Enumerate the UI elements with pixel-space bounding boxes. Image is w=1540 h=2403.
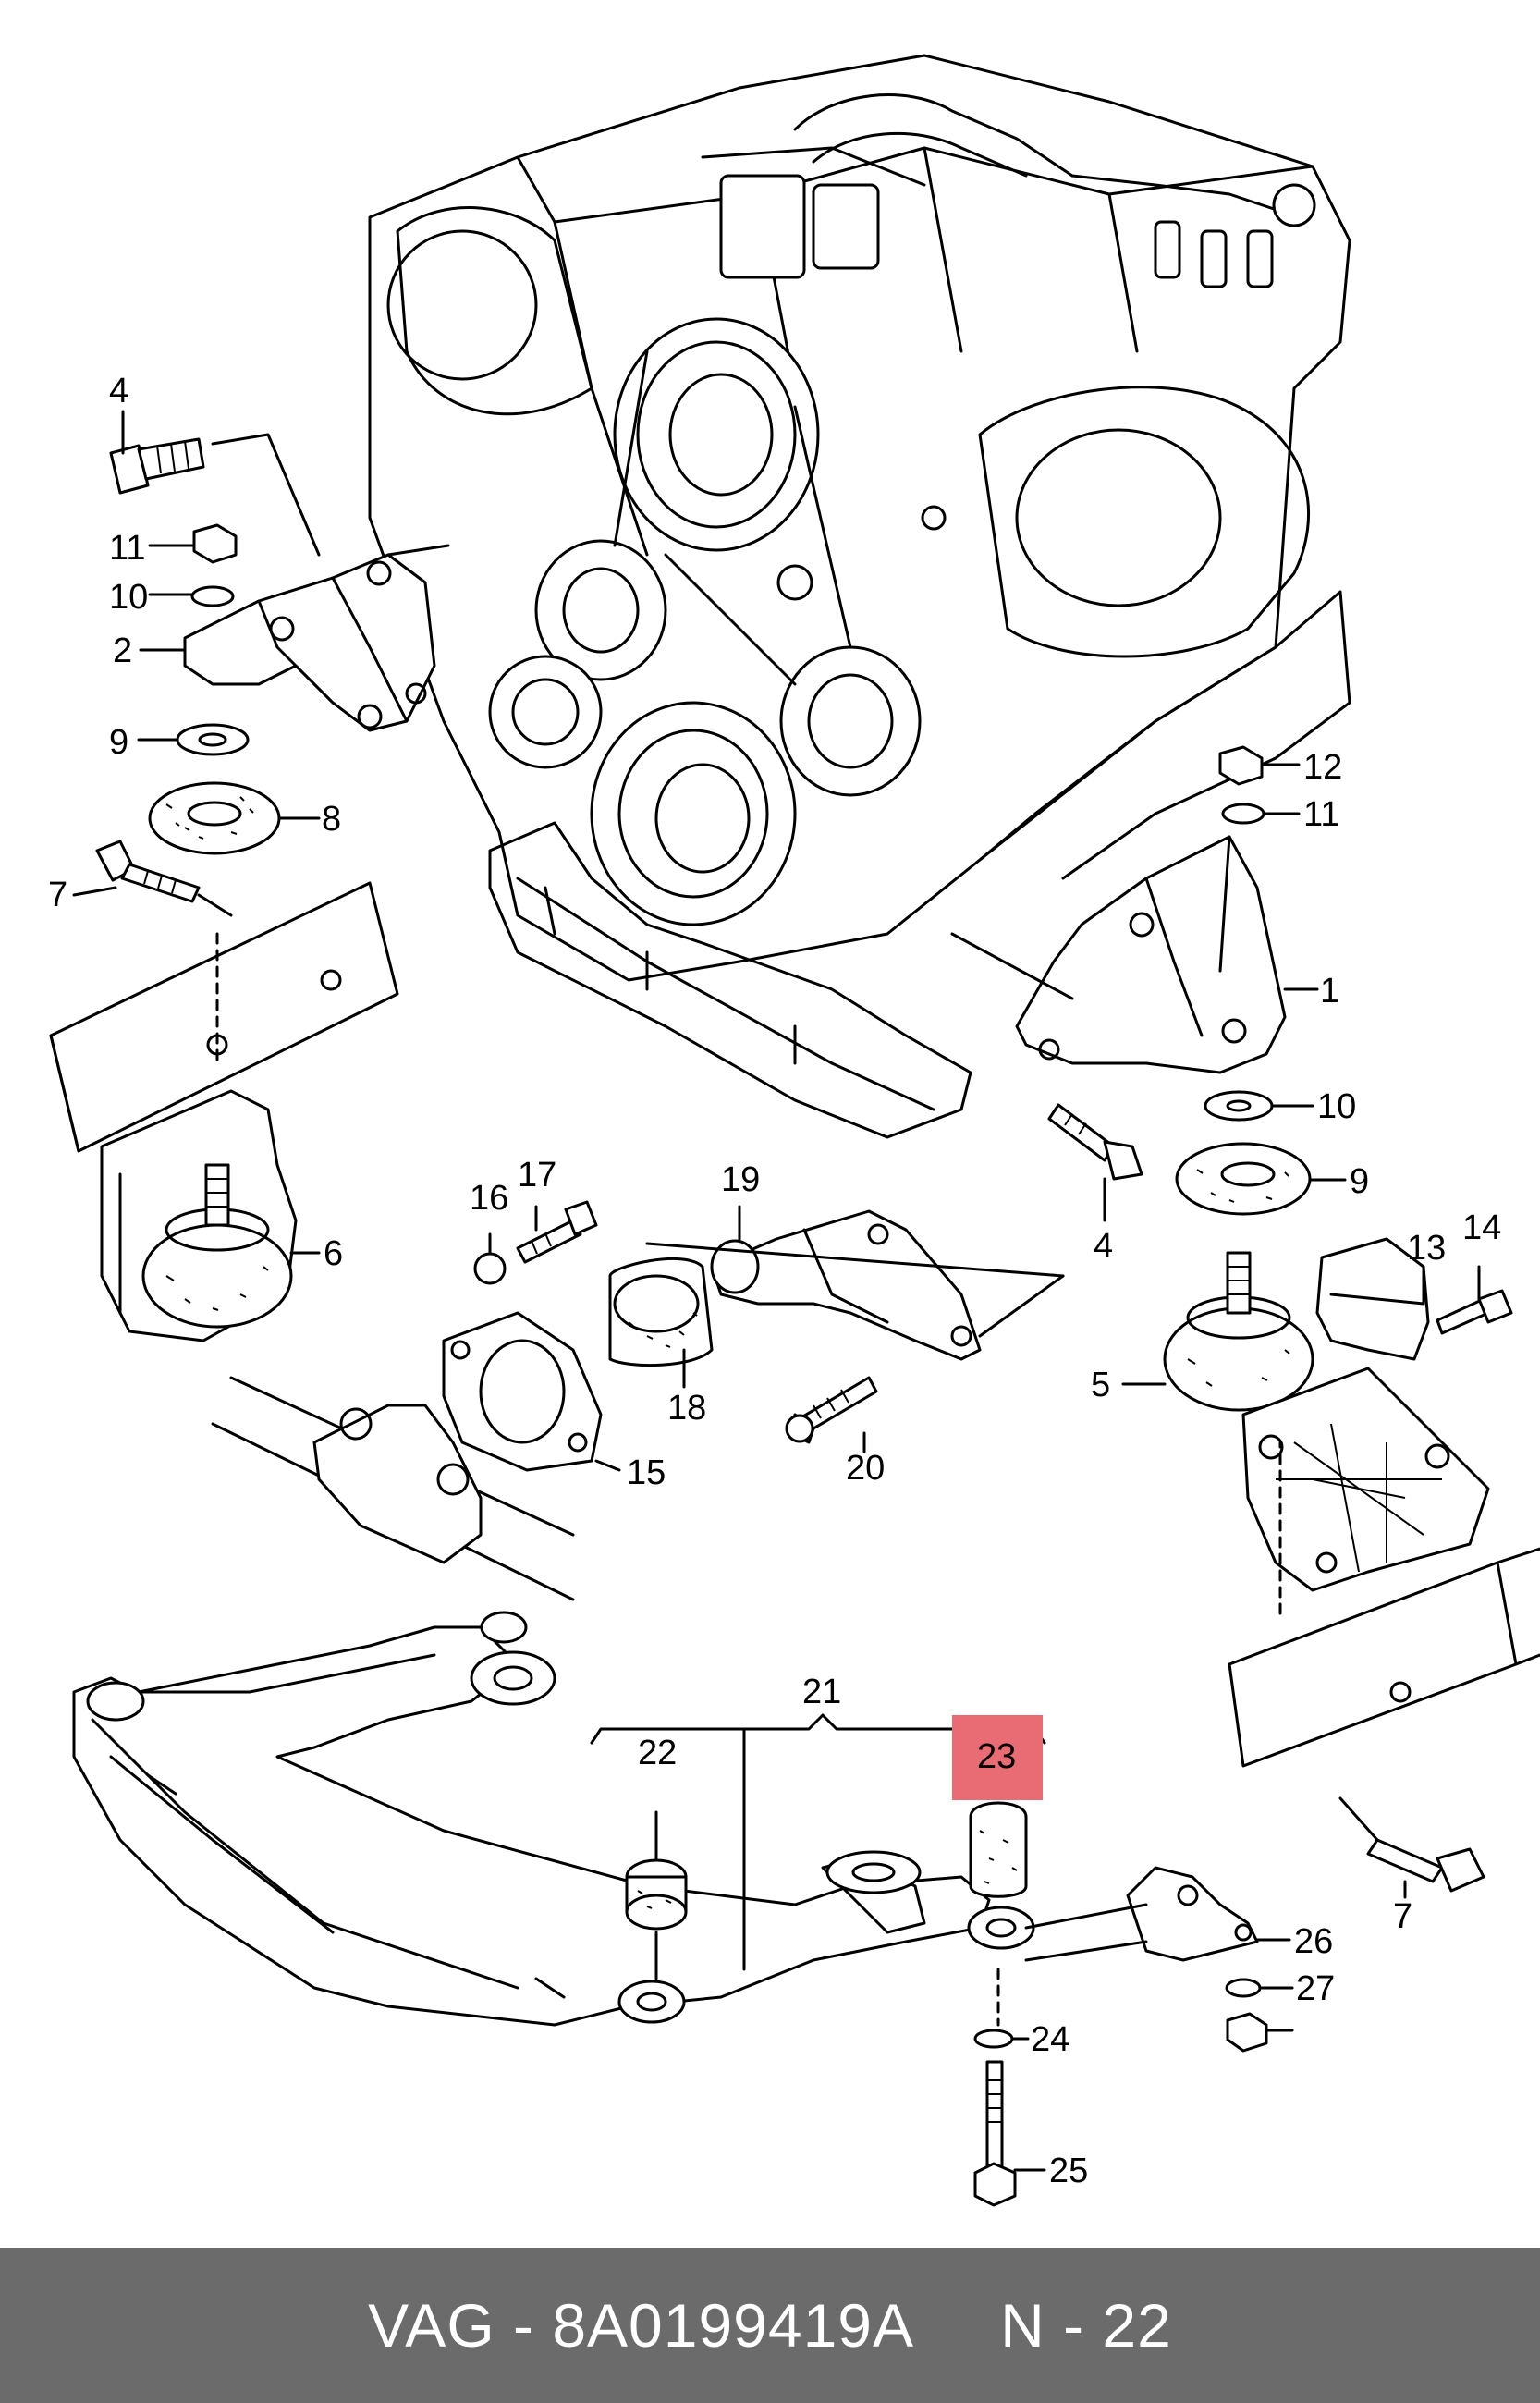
callout-label: 25 — [1049, 2152, 1088, 2190]
callout-label: 12 — [1303, 748, 1342, 787]
callout-label: 15 — [627, 1453, 666, 1492]
footer-caption: VAG - 8A0199419A N - 22 — [368, 2290, 1172, 2360]
callout-label: 13 — [1407, 1229, 1446, 1268]
callout-label: 26 — [1294, 1922, 1333, 1961]
callout-label: 24 — [1031, 2020, 1069, 2059]
callout-label: 6 — [324, 1234, 343, 1273]
callout-label: 22 — [638, 1734, 677, 1772]
brand-label: VAG — [368, 2291, 495, 2360]
callout-label: 7 — [1393, 1897, 1412, 1936]
diagram-position: N - 22 — [1000, 2291, 1172, 2360]
callout-label: 8 — [322, 800, 341, 839]
callout-label: 21 — [802, 1673, 841, 1711]
subframe-group — [72, 1611, 1268, 2207]
callout-label: 4 — [109, 372, 128, 411]
callout-label: 27 — [1296, 1969, 1335, 2008]
callout-label: 10 — [1317, 1087, 1356, 1126]
callout-label: 5 — [1091, 1366, 1110, 1404]
callout-label: 20 — [846, 1449, 885, 1488]
left-mount-group — [49, 433, 450, 1342]
callout-label: 10 — [109, 578, 148, 617]
separator: - — [513, 2291, 534, 2360]
footer-bar: VAG - 8A0199419A N - 22 — [0, 2248, 1540, 2403]
callout-label: 16 — [470, 1179, 508, 1218]
callout-label: 14 — [1462, 1208, 1501, 1247]
engine-assembly — [368, 54, 1351, 1139]
callout-label: 7 — [48, 876, 67, 914]
callout-label: 9 — [1350, 1162, 1369, 1201]
callout-label: 11 — [109, 529, 145, 568]
callout-label: 17 — [518, 1156, 556, 1195]
right-mount-group — [950, 745, 1540, 1893]
callout-label-highlighted: 23 — [977, 1737, 1016, 1776]
callout-label: 9 — [109, 723, 128, 762]
callout-labels: 4 11 10 2 9 8 7 6 12 11 1 10 9 4 5 13 14… — [48, 372, 1501, 2190]
part-number: 8A0199419A — [552, 2291, 911, 2360]
parts-diagram: 4 11 10 2 9 8 7 6 12 11 1 10 9 4 5 13 14… — [48, 54, 1540, 2207]
callout-label: 18 — [667, 1389, 706, 1428]
leader-lines — [72, 410, 1481, 2172]
highlight-box — [952, 1715, 1043, 1800]
callout-label: 11 — [1303, 795, 1339, 834]
callout-label: 2 — [113, 631, 132, 670]
callout-label: 4 — [1094, 1227, 1113, 1266]
callout-label: 19 — [721, 1160, 760, 1199]
transmission-mount-group — [211, 1200, 1065, 1601]
exploded-view-drawing: 4 11 10 2 9 8 7 6 12 11 1 10 9 4 5 13 14… — [48, 54, 1540, 2207]
callout-label: 1 — [1320, 972, 1339, 1011]
